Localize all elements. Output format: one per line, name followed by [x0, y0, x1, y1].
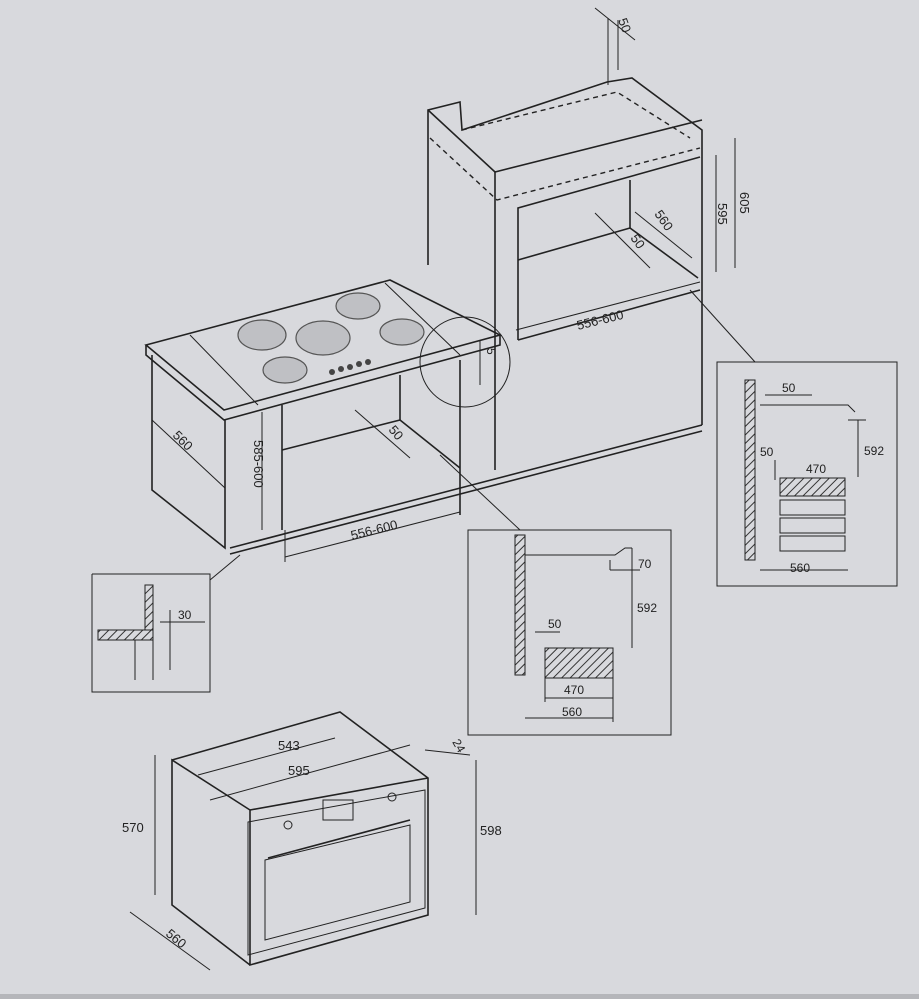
dim-depth: 560 — [652, 207, 677, 233]
dim-hob-gap: 5 — [484, 348, 498, 355]
dim-oven-outer-width: 595 — [288, 763, 310, 778]
under-counter-cabinet — [144, 279, 521, 581]
dim-niche-height: 595 — [715, 203, 730, 225]
under-counter-section-detail — [467, 529, 672, 736]
dim-oven-depth: 560 — [163, 926, 189, 951]
dim-outer-height: 605 — [737, 192, 752, 214]
dim-oven-outer-height: 598 — [480, 823, 502, 838]
dim-side-depth: 560 — [170, 428, 196, 454]
dim-mid-height: 592 — [637, 601, 657, 615]
dim-rear-gap: 50 — [628, 231, 649, 251]
bottom-border — [0, 994, 919, 999]
dim-right-top: 50 — [782, 381, 796, 395]
dim-right-height: 592 — [864, 444, 884, 458]
dim-oven-inner-width: 543 — [278, 738, 300, 753]
dim-right-gap: 50 — [760, 445, 774, 459]
dim-mid-depth: 560 — [562, 705, 582, 719]
tall-cabinet — [229, 7, 756, 555]
tall-cabinet-section-detail — [716, 361, 898, 587]
dim-right-shelf: 470 — [806, 462, 826, 476]
dim-right-depth: 560 — [790, 561, 810, 575]
dim-plinth-gap: 30 — [178, 608, 192, 622]
dim-width: 556-600 — [575, 307, 625, 333]
dim-mid-gap: 50 — [548, 617, 562, 631]
dim-mid-shelf: 470 — [564, 683, 584, 697]
dim-niche-height-under: 585-600 — [251, 440, 266, 488]
plinth-detail — [91, 573, 211, 693]
dim-oven-front-depth: 24 — [449, 737, 468, 756]
dim-oven-body-height: 570 — [122, 820, 144, 835]
dim-mid-top: 70 — [638, 557, 652, 571]
dim-top-gap: 50 — [615, 16, 634, 35]
oven — [129, 711, 477, 971]
